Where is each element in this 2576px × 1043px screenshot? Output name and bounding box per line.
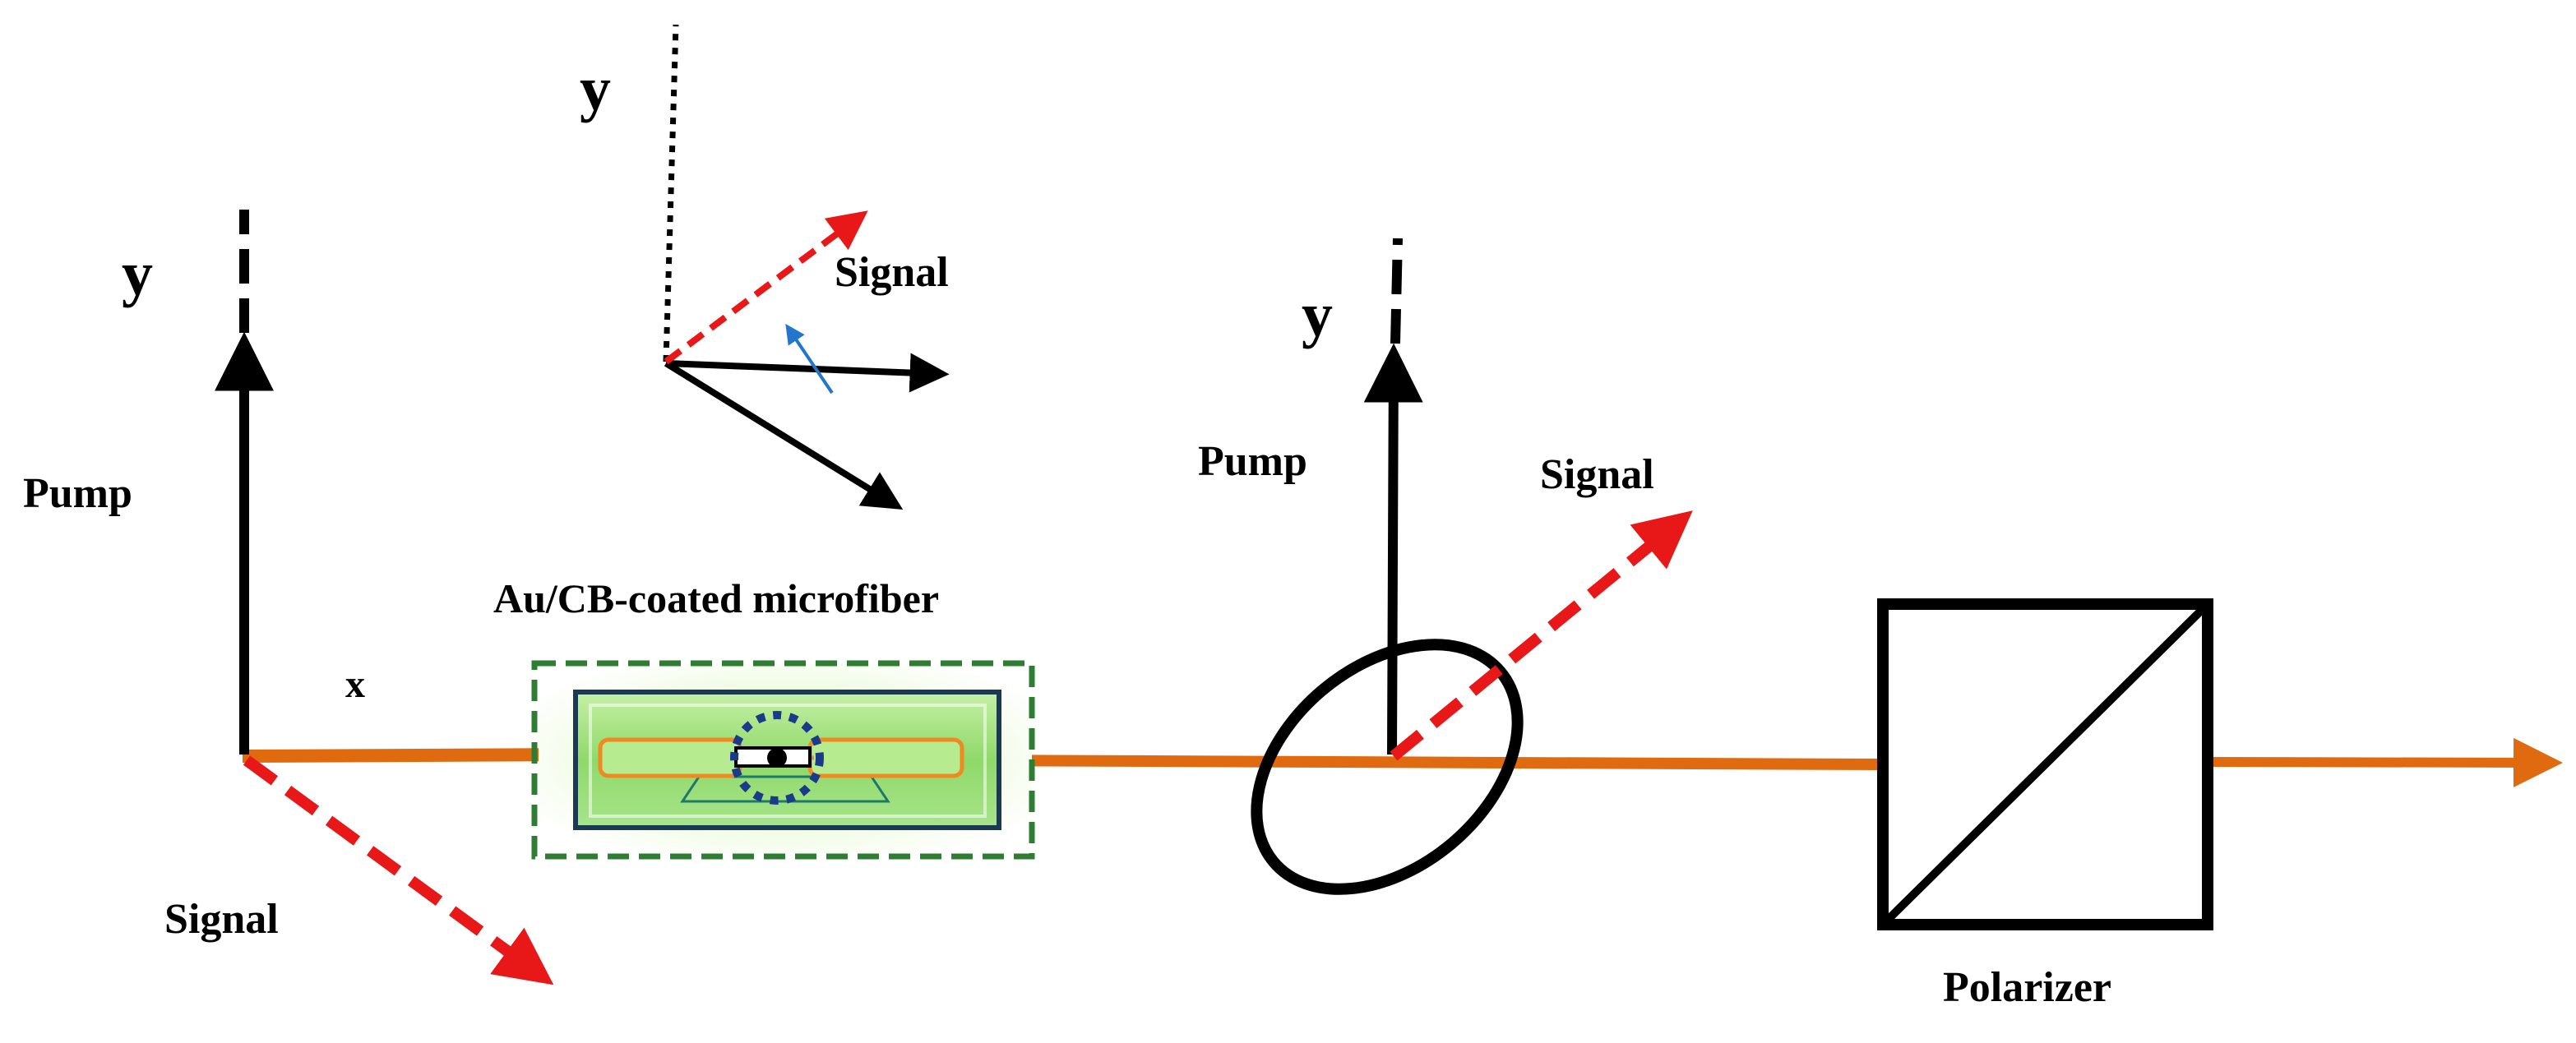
signal-label-right: Signal — [1540, 451, 1654, 498]
inset-axes — [663, 24, 950, 510]
inset-x-axis — [665, 353, 950, 393]
zoom-circle — [730, 711, 824, 805]
microfiber-device-icon — [531, 660, 1035, 860]
polarizer-label: Polarizer — [1943, 964, 2111, 1011]
y-axis-dashed-right — [1390, 238, 1403, 344]
fiber-right — [807, 737, 964, 778]
signal-label-inset: Signal — [835, 249, 949, 296]
middle-axes — [1251, 238, 1693, 895]
signal-label-left: Signal — [164, 896, 279, 943]
polarizer-cube-icon — [1877, 598, 2213, 930]
rotation-arrow-icon — [785, 324, 834, 395]
signal-arrow-right — [1390, 510, 1693, 761]
device-dashed-box — [531, 660, 1035, 860]
device-inner-frame — [589, 704, 987, 818]
x-axis-label-left: x — [345, 662, 365, 706]
pump-arrow-right — [1363, 343, 1423, 755]
coating-particle — [767, 748, 787, 768]
beam-path — [242, 737, 2563, 787]
pump-label-left: Pump — [23, 470, 132, 517]
pump-label-right: Pump — [1198, 438, 1307, 485]
inset-y-axis-dotted — [663, 24, 679, 362]
inset-rotated-axis — [664, 360, 904, 510]
fiber-left — [598, 737, 742, 778]
y-axis-label-inset: y — [580, 54, 611, 123]
inset-signal-arrow — [664, 210, 868, 365]
beam-segment-in — [242, 748, 576, 763]
microfiber-label: Au/CB-coated microfiber — [493, 575, 939, 621]
y-axis-label-right: y — [1302, 280, 1333, 349]
beam-segment-out — [2207, 737, 2563, 787]
beam-segment-mid — [953, 755, 1880, 770]
signal-arrow-left — [243, 755, 554, 985]
y-axis-label-left: y — [122, 239, 153, 308]
left-axes — [215, 210, 554, 985]
